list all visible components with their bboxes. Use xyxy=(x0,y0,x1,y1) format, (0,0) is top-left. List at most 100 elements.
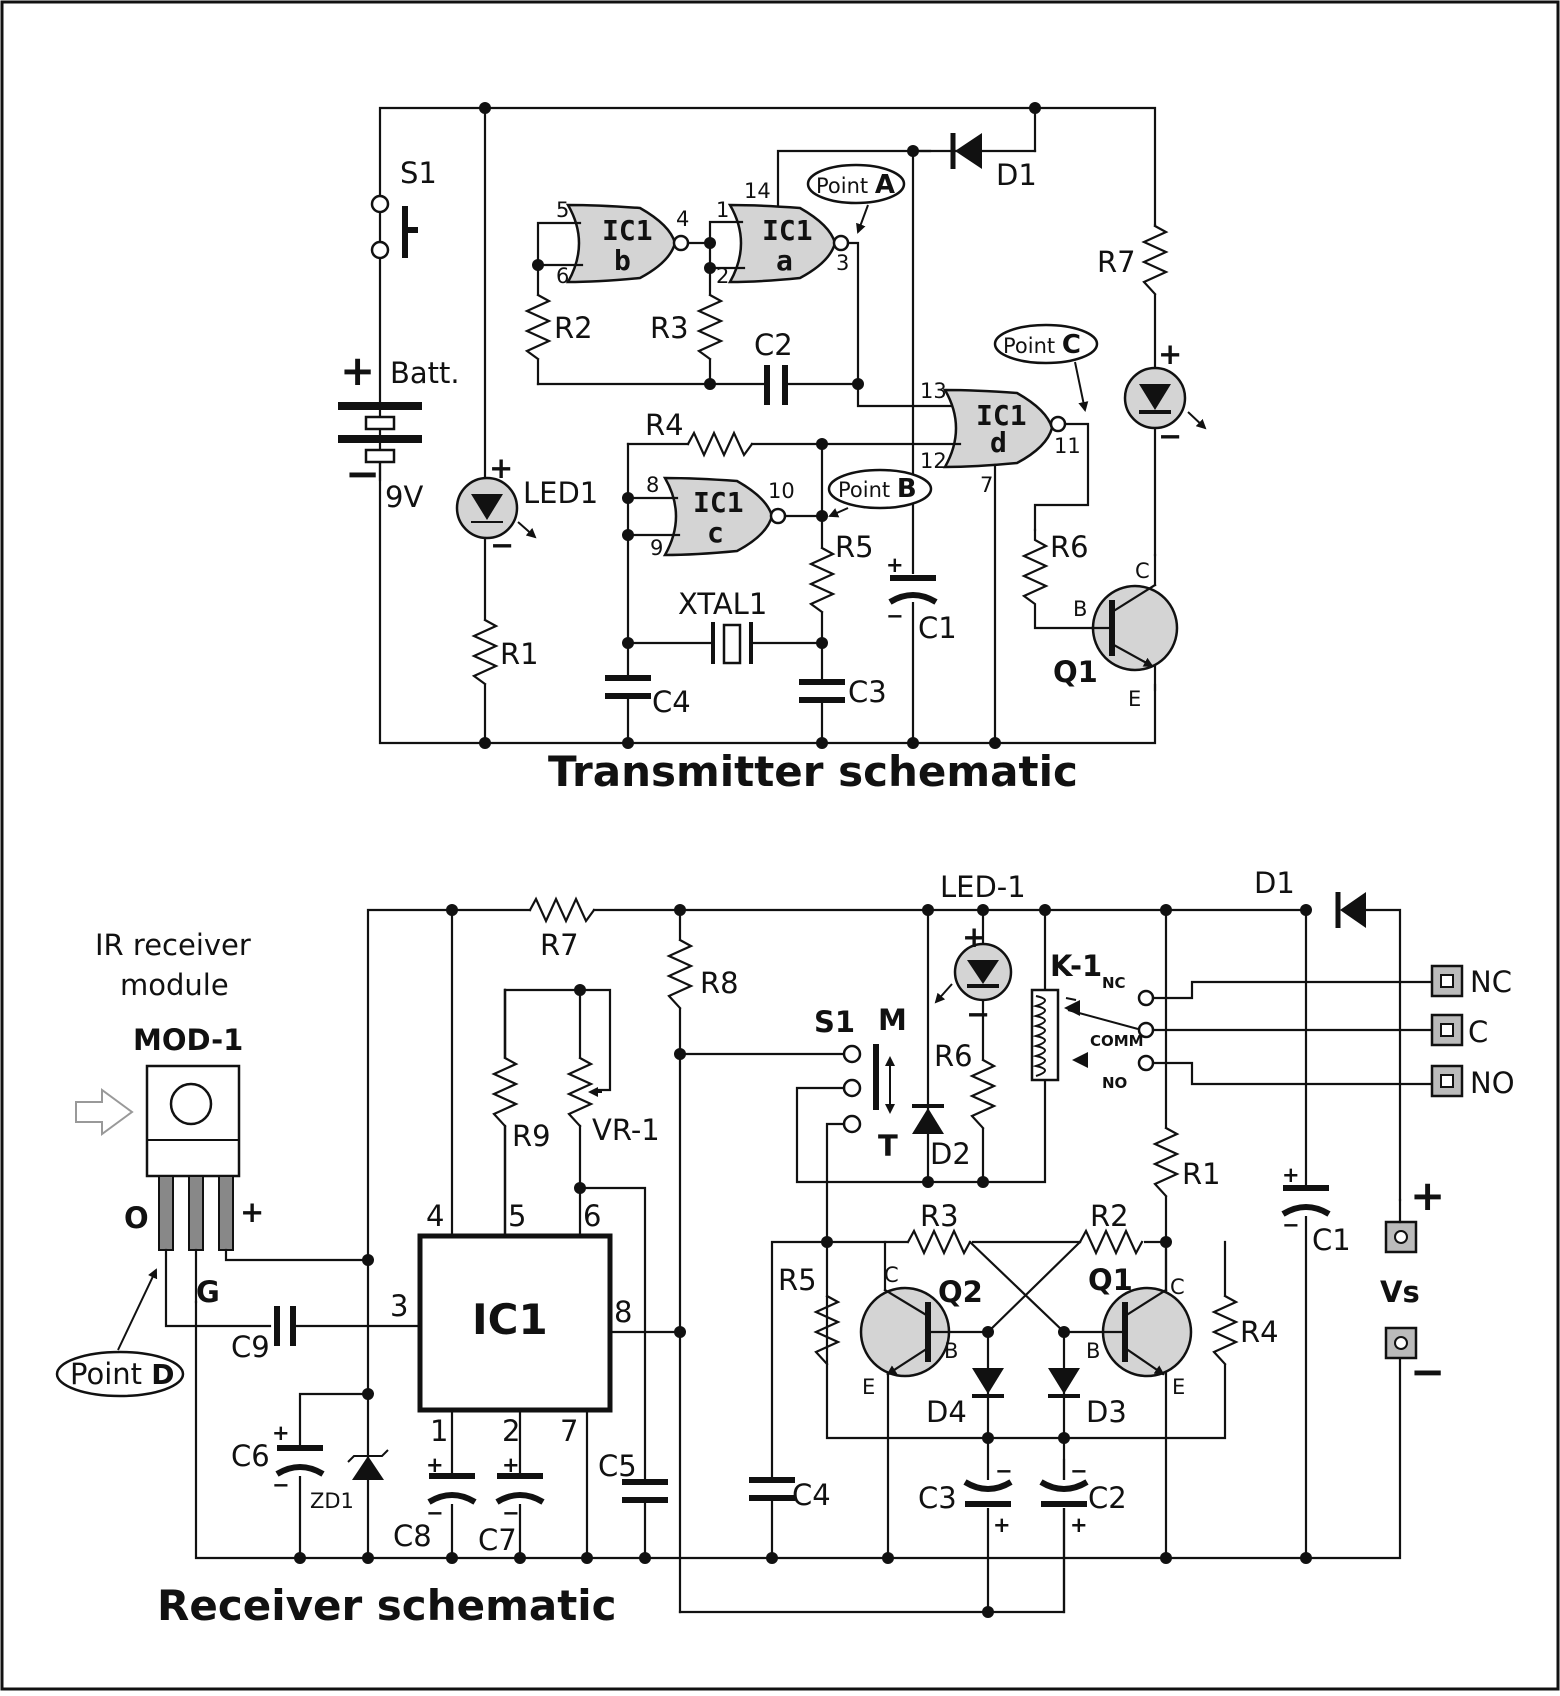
rx-c3: − + C3 xyxy=(918,1459,1013,1537)
tx-junctions xyxy=(479,102,1041,749)
rx-s1-m: M xyxy=(878,1003,907,1037)
rx-c6-plus: + xyxy=(272,1421,290,1445)
rx-c3-plus: + xyxy=(993,1513,1011,1537)
rx-q2: Q2 C B E xyxy=(859,1240,990,1560)
svg-text:Point A: Point A xyxy=(816,170,895,200)
tx-batt-label: Batt. xyxy=(390,356,460,390)
tx-pin14: 14 xyxy=(744,179,771,203)
tx-vcc-pin14 xyxy=(776,149,932,207)
tx-point-c: Point C xyxy=(993,323,1099,412)
rx-c6-wire xyxy=(298,1392,370,1560)
tx-ic1d-label: IC1 xyxy=(976,399,1027,432)
tx-r1-label: R1 xyxy=(500,637,539,671)
rx-nc-wire xyxy=(1151,980,1432,1000)
rx-r7-label: R7 xyxy=(540,928,579,962)
tx-point-a: Point A xyxy=(806,163,906,234)
rx-ic1-pin2: 2 xyxy=(502,1414,520,1448)
tx-pin13: 13 xyxy=(920,379,947,403)
rx-c9-label: C9 xyxy=(231,1330,270,1364)
tx-r6-label: R6 xyxy=(1050,530,1089,564)
tx-c4-label: C4 xyxy=(652,685,691,719)
rx-s1-t: T xyxy=(878,1129,898,1163)
tx-batt-plus: + xyxy=(340,346,375,395)
tx-r2: R2 xyxy=(524,293,593,361)
tx-r4-left-wire xyxy=(626,442,690,500)
rx-c8-minus: − xyxy=(426,1501,444,1525)
rx-q1-b: B xyxy=(1086,1339,1100,1363)
rx-bottom-rail xyxy=(194,1300,1402,1560)
rx-ic1-pin1: 1 xyxy=(430,1414,448,1448)
tx-c1-plus: + xyxy=(886,553,904,577)
tx-c4: C4 xyxy=(605,675,691,719)
tx-pin2: 2 xyxy=(716,264,729,288)
rx-r4-label: R4 xyxy=(1240,1315,1279,1349)
rx-c7-minus: − xyxy=(502,1501,520,1525)
rx-k1-label: K-1 xyxy=(1050,949,1102,983)
rx-d4: D4 xyxy=(926,1368,1004,1429)
rx-ic1-pin3: 3 xyxy=(390,1289,408,1323)
tx-ir-led-plus: + xyxy=(1158,337,1182,371)
rx-q1: Q1 C B E xyxy=(1062,1240,1193,1399)
rx-mod-out-wire xyxy=(164,1248,272,1328)
rx-term-c-label: C xyxy=(1468,1015,1488,1049)
rx-ic1-pin4: 4 xyxy=(426,1199,444,1233)
rx-r2-label: R2 xyxy=(1090,1199,1129,1233)
rx-mod-plus-wire xyxy=(224,1248,370,1262)
rx-r1: R1 xyxy=(1152,1126,1221,1198)
tx-pin5: 5 xyxy=(556,198,569,222)
tx-point-b: Point B xyxy=(827,468,933,518)
tx-led1-plus: + xyxy=(489,451,513,485)
rx-ic1: IC1 4 5 6 3 8 1 2 7 xyxy=(390,1199,632,1448)
rx-c2-label: C2 xyxy=(1088,1481,1127,1515)
rx-c2-minus: − xyxy=(1070,1459,1088,1483)
tx-c3-label: C3 xyxy=(848,675,887,709)
rx-c6-label: C6 xyxy=(231,1439,270,1473)
tx-r7: R7 xyxy=(1097,224,1169,296)
rx-vs-label: Vs xyxy=(1380,1275,1420,1309)
tx-pin6: 6 xyxy=(556,264,569,288)
tx-ic1b-suffix: b xyxy=(614,244,631,277)
rx-relay-k1: K-1 NC COMM NO xyxy=(1030,949,1155,1092)
tx-gate-ic1d: IC1 d xyxy=(942,388,1067,469)
rx-d4-label: D4 xyxy=(926,1395,967,1429)
rx-module-caption-1: IR receiver xyxy=(95,928,251,962)
rx-q2-label: Q2 xyxy=(938,1275,983,1309)
rx-ic1-pin6: 6 xyxy=(583,1199,601,1233)
tx-ic1b-inputs xyxy=(536,221,584,267)
tx-ic1d-suffix: d xyxy=(990,426,1007,459)
rx-mod-plus: + xyxy=(240,1195,264,1229)
rx-mod1-label: MOD-1 xyxy=(133,1023,243,1057)
rx-c2-plus: + xyxy=(1070,1513,1088,1537)
rx-q1-label: Q1 xyxy=(1088,1263,1133,1297)
tx-pin9: 9 xyxy=(650,536,663,560)
tx-batt-minus: − xyxy=(345,449,380,498)
rx-zd1-label: ZD1 xyxy=(310,1489,354,1513)
rx-d2: D2 xyxy=(912,1104,971,1171)
tx-r5-label: R5 xyxy=(835,530,874,564)
tx-ic1b-label: IC1 xyxy=(602,214,653,247)
tx-c1-minus: − xyxy=(886,604,904,628)
rx-d3: D3 xyxy=(1048,1368,1127,1429)
svg-text:Point C: Point C xyxy=(1003,330,1081,360)
rx-zd1: ZD1 xyxy=(310,1449,389,1513)
rx-r9-label: R9 xyxy=(512,1119,551,1153)
rx-term-nc-label: NC xyxy=(1470,965,1512,999)
ir-arrow-icon xyxy=(75,1088,134,1136)
rx-r8-label: R8 xyxy=(700,966,739,1000)
tx-pin8: 8 xyxy=(646,473,659,497)
rx-led1: + − xyxy=(934,920,1013,1031)
tx-xtal1-label: XTAL1 xyxy=(678,587,767,621)
tx-q1-e: E xyxy=(1128,687,1141,711)
rx-point-d: Point D xyxy=(55,1268,185,1398)
rx-c3-label: C3 xyxy=(918,1481,957,1515)
rx-r1-label: R1 xyxy=(1182,1157,1221,1191)
rx-vs-minus: − xyxy=(1410,1347,1445,1396)
tx-ic1d-out-wire xyxy=(1033,422,1090,532)
tx-batt-voltage: 9V xyxy=(385,480,423,514)
rx-vs-plus-wire xyxy=(1364,908,1402,1202)
rx-cross-2 xyxy=(986,1240,1082,1334)
rx-ic1-pin7: 7 xyxy=(560,1414,578,1448)
rx-r3-label: R3 xyxy=(920,1199,959,1233)
